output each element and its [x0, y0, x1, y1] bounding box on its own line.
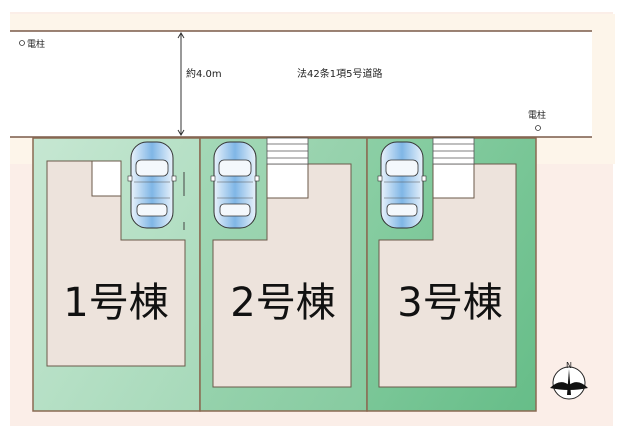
- building-3: [378, 163, 517, 388]
- entrance: [266, 163, 309, 199]
- road-width-label: 約4.0m: [186, 67, 222, 80]
- lot-1: 1号棟: [32, 137, 201, 412]
- car-icon: [377, 141, 427, 229]
- utility-pole-icon: [535, 125, 541, 131]
- utility-pole-label: 電柱: [27, 38, 45, 50]
- lot-3: 3号棟: [366, 137, 537, 412]
- car-icon: [210, 141, 260, 229]
- lot-label: 2号棟: [230, 280, 335, 326]
- entrance: [432, 163, 475, 199]
- utility-pole-icon: [19, 40, 25, 46]
- road-name-label: 法42条1項5号道路: [297, 67, 382, 80]
- utility-pole-label: 電柱: [528, 109, 546, 121]
- dimension-arrows: [177, 32, 185, 136]
- stairs-icon: [432, 137, 475, 165]
- building-2: [212, 163, 352, 388]
- compass-north-label: N: [566, 361, 572, 370]
- north-compass-icon: N: [550, 361, 588, 400]
- lot-label: 3号棟: [397, 280, 502, 326]
- road: 約4.0m 法42条1項5号道路: [10, 30, 592, 138]
- lot-2: 2号棟: [199, 137, 368, 412]
- entrance: [91, 160, 122, 197]
- car-icon: [127, 141, 177, 229]
- stairs-icon: [266, 137, 309, 165]
- lot-label: 1号棟: [63, 280, 168, 326]
